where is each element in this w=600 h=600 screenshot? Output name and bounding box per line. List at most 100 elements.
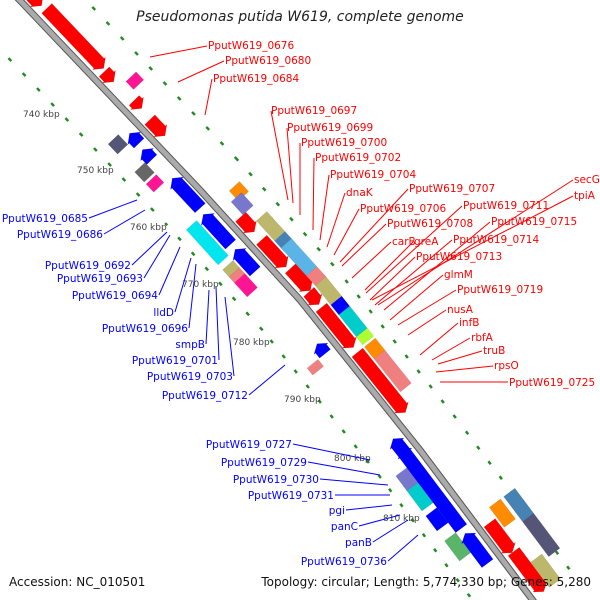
- gc-tick: [380, 324, 385, 329]
- forward-gene-arrow: [284, 263, 313, 292]
- forward-gene-label: infB: [459, 317, 479, 329]
- gc-tick: [399, 503, 404, 508]
- forward-gene-label: PputW619_0676: [208, 40, 294, 52]
- gc-tick: [134, 51, 139, 56]
- forward-gene-arrow: [315, 302, 357, 349]
- forward-gene-label: greA: [414, 236, 439, 248]
- gene-feature-box: [373, 349, 412, 393]
- reverse-gene-label: PputW619_0686: [17, 229, 103, 241]
- reverse-gene-label: PputW619_0696: [102, 323, 188, 335]
- reverse-gene-label: pgi: [329, 505, 345, 517]
- label-leader-line: [248, 364, 286, 396]
- gene-feature-box: [145, 174, 165, 193]
- gc-tick: [164, 222, 169, 227]
- forward-gene-label: PputW619_0711: [463, 200, 549, 212]
- gc-tick: [440, 399, 445, 404]
- reverse-gene-label: PputW619_0703: [147, 371, 233, 383]
- forward-gene-arrow: [144, 114, 168, 138]
- forward-gene-arrow: [256, 234, 289, 269]
- gc-tick: [233, 156, 240, 162]
- forward-gene-label: carB: [392, 236, 416, 248]
- label-leader-line: [389, 274, 444, 321]
- label-leader-line: [326, 192, 346, 248]
- label-leader-line: [369, 256, 416, 301]
- gc-tick: [105, 21, 111, 26]
- gc-tick: [248, 171, 253, 177]
- gene-feature-box: [425, 507, 449, 532]
- gene-feature-box: [522, 512, 561, 557]
- label-leader-line: [377, 179, 574, 306]
- forward-gene-label: PputW619_0715: [491, 216, 577, 228]
- gc-tick: [289, 216, 294, 222]
- gc-tick: [377, 474, 382, 479]
- reverse-gene-label: lldD: [153, 307, 174, 319]
- label-leader-line: [215, 286, 220, 361]
- scale-label: 750 kbp: [77, 166, 114, 176]
- scale-label: 770 kbp: [182, 280, 219, 290]
- label-leader-line: [319, 174, 330, 241]
- gc-tick: [107, 162, 112, 167]
- gc-tick: [148, 66, 154, 71]
- gc-tick: [204, 266, 210, 272]
- forward-gene-label: PputW619_0704: [330, 169, 416, 181]
- reverse-gene-arrow: [200, 213, 237, 250]
- label-leader-line: [158, 246, 181, 296]
- reverse-gene-label: PputW619_0727: [206, 439, 292, 451]
- scale-label: 810 kbp: [383, 514, 420, 524]
- gc-tick: [231, 296, 237, 302]
- reverse-gene-label: PputW619_0685: [2, 213, 88, 225]
- accession-label: Accession: NC_010501: [9, 575, 146, 589]
- reverse-gene-label: PputW619_0694: [72, 290, 158, 302]
- forward-gene-label: PputW619_0699: [287, 122, 373, 134]
- label-leader-line: [307, 461, 381, 476]
- gc-tick: [566, 565, 571, 570]
- label-leader-line: [270, 110, 289, 201]
- gc-tick: [421, 533, 427, 538]
- reverse-gene-label: panC: [331, 521, 358, 533]
- forward-gene-label: PputW619_0713: [416, 251, 502, 263]
- label-leader-line: [341, 223, 387, 267]
- forward-gene-label: PputW619_0706: [360, 203, 446, 215]
- gene-feature-box: [530, 553, 561, 588]
- gene-feature-box: [228, 181, 249, 202]
- gc-tick: [293, 369, 298, 374]
- label-leader-line: [333, 208, 360, 256]
- gc-tick: [93, 147, 98, 152]
- gc-tick: [275, 201, 281, 207]
- gc-tick: [416, 369, 421, 374]
- gc-tick: [91, 6, 97, 11]
- forward-gene-label: glmM: [444, 269, 473, 281]
- gene-feature-box: [125, 71, 145, 90]
- scale-label: 740 kbp: [23, 110, 60, 120]
- label-leader-line: [286, 127, 294, 204]
- label-leader-line: [387, 534, 419, 562]
- label-leader-line: [131, 231, 168, 266]
- label-leader-line: [292, 443, 371, 461]
- reverse-gene-label: PputW619_0692: [45, 260, 131, 272]
- forward-gene-label: PputW619_0714: [453, 234, 539, 246]
- backbone: [16, 0, 536, 600]
- gc-tick: [344, 279, 349, 284]
- label-leader-line: [407, 309, 447, 336]
- label-leader-line: [345, 504, 393, 511]
- gc-tick: [205, 126, 211, 131]
- label-leader-line: [224, 296, 235, 377]
- gc-tick: [218, 281, 223, 287]
- reverse-gene-label: panB: [345, 537, 372, 549]
- gc-tick: [7, 57, 13, 62]
- reverse-gene-arrow: [232, 248, 261, 277]
- forward-gene-arrow: [41, 3, 106, 70]
- label-leader-line: [177, 60, 225, 83]
- label-leader-line: [374, 239, 453, 306]
- gc-tick: [392, 339, 397, 344]
- reverse-gene-label: PputW619_0731: [248, 490, 334, 502]
- forward-gene-label: PputW619_0684: [213, 73, 299, 85]
- gc-tick: [162, 81, 168, 86]
- gc-tick: [476, 445, 481, 450]
- gc-tick: [444, 563, 449, 568]
- gc-tick: [329, 414, 334, 419]
- forward-gene-label: PputW619_0697: [271, 105, 357, 117]
- reverse-gene-arrow: [170, 176, 206, 214]
- gene-feature-box: [185, 220, 229, 266]
